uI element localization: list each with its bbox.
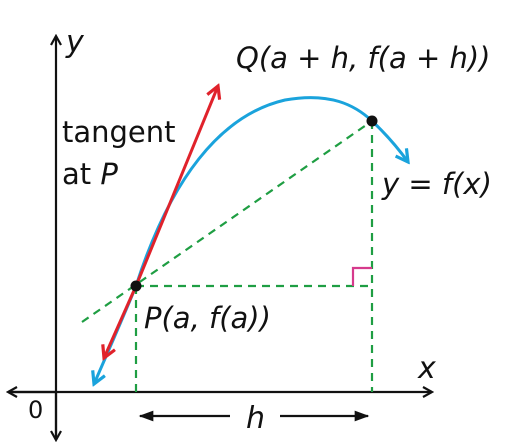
curve-f [134,96,408,287]
right-angle-mark [351,266,372,286]
tangent-line-down [104,285,138,358]
tangent-line-up [134,86,218,287]
origin-label: 0 [28,396,43,424]
tangent-label-point: P [100,157,118,191]
point-p-label: P(a, f(a)) [144,301,271,335]
secant-line [81,120,373,323]
point-q [366,115,378,127]
width-h-label: h [246,401,265,436]
curve-label: y = f(x) [381,167,492,201]
tangent-label: tangent [62,115,176,149]
tangent-label-prefix: at [62,157,100,191]
x-axis-label: x [417,351,436,386]
tangent-label-line2: at P [62,157,118,191]
point-q-label: Q(a + h, f(a + h)) [236,41,491,75]
y-axis-label: y [65,25,85,60]
point-p [130,280,142,292]
